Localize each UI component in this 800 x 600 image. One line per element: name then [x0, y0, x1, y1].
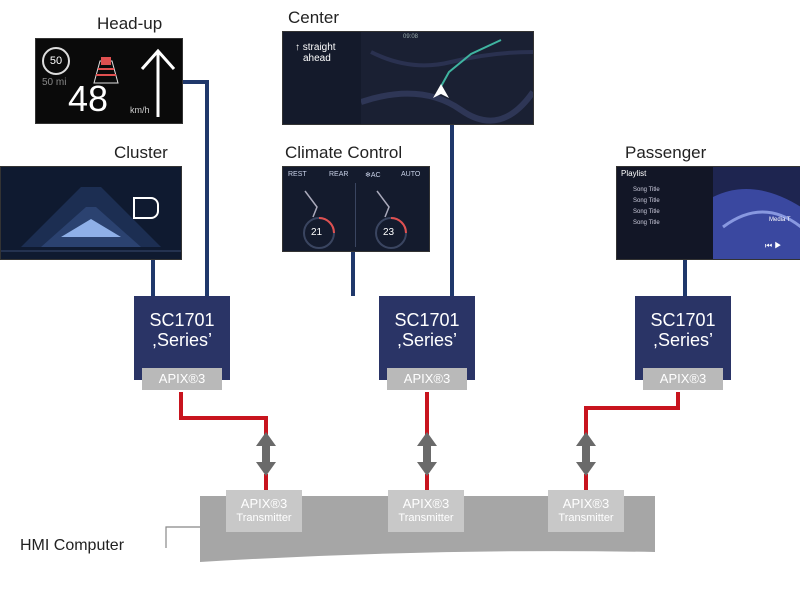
song-list: Song Title Song Title Song Title Song Ti…	[633, 185, 660, 229]
double-arrow-icon	[256, 432, 596, 476]
speed-unit: km/h	[130, 105, 150, 115]
speed-limit-sign: 50	[42, 47, 70, 75]
passenger-title: Passenger	[625, 143, 707, 162]
song-item: Song Title	[633, 187, 660, 193]
song-item: Song Title	[633, 209, 660, 215]
transmitter-label: Transmitter	[398, 512, 454, 524]
apix-chip-center: APIX®3	[387, 368, 467, 390]
headup-title: Head-up	[97, 14, 163, 33]
media-title: Media T	[769, 217, 791, 223]
soc-series: ,Series’	[151, 330, 213, 350]
climate-ac: ❄AC	[365, 172, 381, 179]
soc-block-center: SC1701 ,Series’	[379, 296, 475, 380]
straight-arrow-icon	[140, 48, 176, 117]
soc-series: ,Series’	[396, 330, 458, 350]
center-title: Center	[288, 8, 340, 27]
cluster-road-view	[1, 187, 181, 252]
hmi-computer-label: HMI Computer	[20, 537, 125, 554]
hmi-leader-line	[165, 526, 200, 548]
gear-indicator: D	[133, 197, 159, 219]
speed-limit-unit: 50 mi	[42, 77, 67, 88]
seat-right-icon	[376, 190, 390, 218]
center-time: 09:08	[403, 34, 419, 40]
apix-chip-right: APIX®3	[643, 368, 723, 390]
cluster-screen: D	[0, 166, 182, 260]
headup-screen: 50 50 mi 48 km/h	[35, 38, 183, 124]
right-temp: 23	[383, 227, 395, 238]
passenger-screen: Playlist Song Title Song Title Song Titl…	[616, 166, 800, 260]
cluster-link-line	[151, 258, 155, 296]
car-ahead-icon	[93, 57, 119, 84]
nav-arrow-icon	[433, 84, 449, 98]
transmitter-label: Transmitter	[558, 512, 614, 524]
transmitter-center: APIX®3 Transmitter	[388, 490, 464, 532]
cluster-title: Cluster	[114, 143, 168, 162]
previous-icon: ⏮	[765, 241, 773, 250]
left-temp: 21	[311, 227, 323, 238]
soc-series: ,Series’	[652, 330, 714, 350]
song-item: Song Title	[633, 220, 660, 226]
speed-value: 48	[68, 78, 109, 119]
transmitter-name: APIX®3	[402, 496, 450, 511]
play-icon: ▶	[774, 241, 782, 250]
seat-left-icon	[304, 190, 318, 218]
climate-rear: REAR	[329, 171, 349, 178]
red-link-right	[584, 392, 680, 440]
album-art	[713, 167, 800, 259]
media-controls: ⏮ ▶	[765, 241, 782, 251]
climate-auto: AUTO	[401, 171, 421, 178]
playlist-title: Playlist	[621, 169, 647, 178]
direction-line1: ↑ straight	[295, 42, 336, 53]
climate-title: Climate Control	[285, 143, 403, 162]
own-car-icon	[61, 219, 121, 237]
soc-name: SC1701	[650, 310, 716, 330]
direction-line2: ahead	[303, 53, 331, 64]
soc-block-left: SC1701 ,Series’	[134, 296, 230, 380]
soc-name: SC1701	[394, 310, 460, 330]
apix-chip-left: APIX®3	[142, 368, 222, 390]
climate-link-line	[351, 250, 355, 296]
climate-screen: REST REAR ❄AC AUTO 21 23	[282, 166, 430, 252]
headup-link-line	[182, 80, 209, 296]
center-screen: ↑ straight ahead 09:08	[282, 31, 534, 125]
soc-block-right: SC1701 ,Series’	[635, 296, 731, 380]
transmitter-right: APIX®3 Transmitter	[548, 490, 624, 532]
transmitter-name: APIX®3	[562, 496, 610, 511]
passenger-link-line	[683, 258, 687, 296]
transmitter-label: Transmitter	[236, 512, 292, 524]
transmitter-left: APIX®3 Transmitter	[226, 490, 302, 532]
navigation-map	[361, 39, 533, 124]
climate-rest: REST	[288, 171, 307, 178]
transmitter-name: APIX®3	[240, 496, 288, 511]
song-item: Song Title	[633, 198, 660, 204]
red-link-left	[179, 392, 268, 440]
soc-name: SC1701	[149, 310, 215, 330]
center-link-line	[450, 122, 454, 296]
climate-seat-icons	[303, 190, 407, 249]
